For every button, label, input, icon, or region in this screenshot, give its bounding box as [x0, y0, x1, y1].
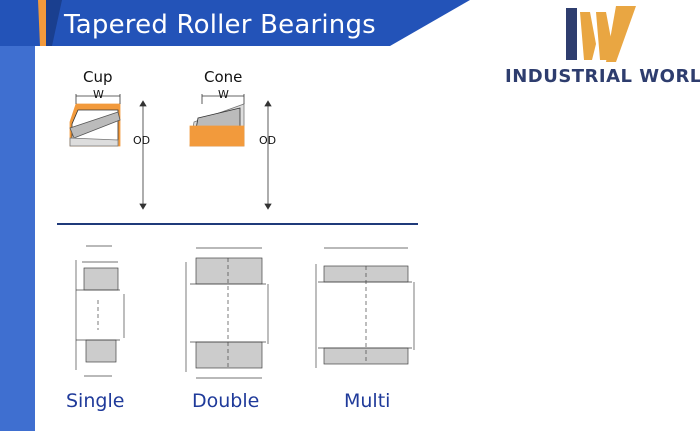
single-caption: Single — [66, 390, 125, 412]
cone-width-label: W — [218, 88, 229, 101]
left-sidebar-top — [0, 0, 35, 46]
left-sidebar-bar — [0, 0, 35, 431]
cone-label: Cone — [204, 68, 243, 86]
cup-od-label: OD — [133, 134, 151, 147]
logo-mark — [566, 6, 636, 62]
multi-diagram — [315, 247, 415, 368]
section-divider — [57, 223, 418, 225]
cup-width-label: W — [93, 88, 104, 101]
header-banner — [35, 0, 470, 46]
multi-caption: Multi — [344, 390, 391, 412]
page-title: Tapered Roller Bearings — [64, 10, 376, 40]
cone-od-label: OD — [259, 134, 277, 147]
cone-diagram — [189, 94, 272, 210]
cup-label: Cup — [83, 68, 113, 86]
single-diagram — [75, 245, 125, 377]
double-caption: Double — [192, 390, 260, 412]
logo-text: INDUSTRIAL WORLD — [505, 66, 700, 87]
cup-diagram — [69, 94, 147, 210]
double-diagram — [185, 247, 269, 379]
